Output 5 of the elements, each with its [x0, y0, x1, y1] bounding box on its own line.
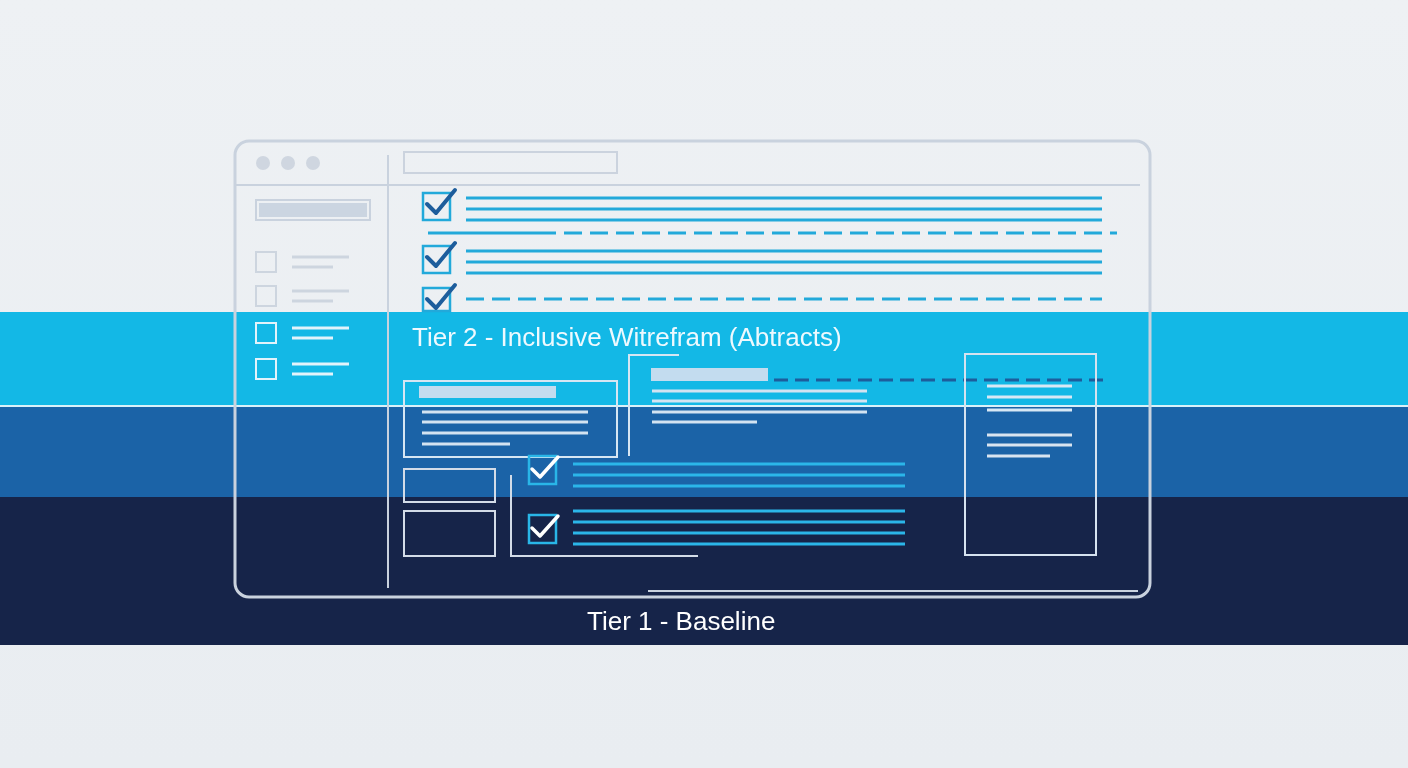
tier-title: Tier 1 - Baseline: [587, 605, 776, 637]
tier-band: [0, 312, 1408, 405]
tier-band: [0, 497, 1408, 645]
tier-title: Tier 2 - Inclusive Witrefram (Abtracts): [412, 321, 842, 353]
tier-band: [0, 405, 1408, 497]
